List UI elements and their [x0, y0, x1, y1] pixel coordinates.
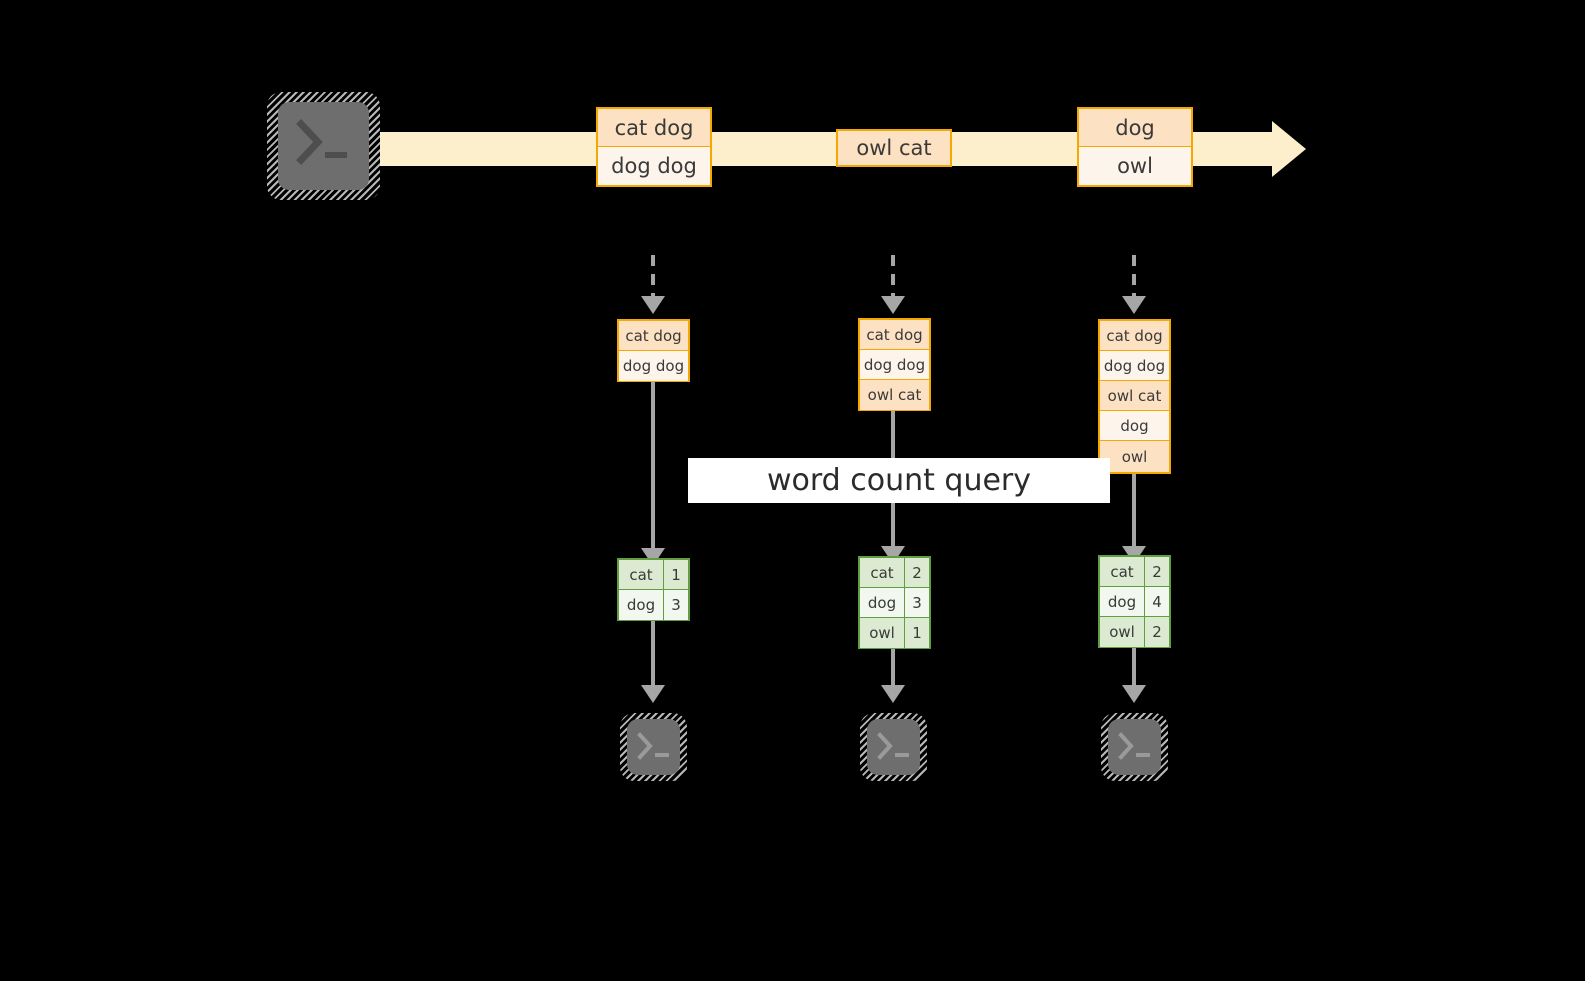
terminal-body	[867, 719, 920, 775]
result-word: dog	[1100, 587, 1145, 616]
result-count: 3	[664, 590, 688, 620]
result-word: owl	[860, 618, 905, 648]
table-row: dog 4	[1100, 587, 1169, 617]
snapshot-3-sink-terminal-icon[interactable]	[1101, 713, 1168, 781]
table-row: cat 1	[619, 560, 688, 590]
snapshot-2-dashed-connector	[891, 255, 895, 299]
snapshot-1-dashed-arrowhead	[641, 296, 665, 314]
snapshot-2-sink-arrowhead	[881, 685, 905, 703]
table-row: cat 2	[1100, 557, 1169, 587]
snapshot-1-result-table[interactable]: cat 1 dog 3	[617, 558, 690, 621]
snapshot-3-input-row: owl cat	[1100, 381, 1169, 411]
table-row: cat 2	[860, 558, 929, 588]
terminal-prompt-glyph	[1118, 732, 1150, 760]
table-row: dog 3	[860, 588, 929, 618]
snapshot-1-sink-arrowhead	[641, 685, 665, 703]
stream-event-3[interactable]: dog owl	[1077, 107, 1193, 187]
snapshot-3-input-row: cat dog	[1100, 321, 1169, 351]
result-word: cat	[619, 560, 664, 589]
snapshot-3-input-row: dog dog	[1100, 351, 1169, 381]
result-count: 3	[905, 588, 929, 617]
terminal-prompt-glyph	[877, 732, 909, 760]
result-word: owl	[1100, 617, 1145, 647]
stream-event-2-line-1: owl cat	[838, 131, 950, 165]
snapshot-1-sink-terminal-icon[interactable]	[620, 713, 687, 781]
terminal-body	[1108, 719, 1161, 775]
snapshot-2-sink-connector	[891, 649, 895, 689]
result-count: 1	[664, 560, 688, 589]
snapshot-3-query-connector	[1132, 474, 1136, 550]
snapshot-2-sink-terminal-icon[interactable]	[860, 713, 927, 781]
stream-event-1-line-1: cat dog	[598, 109, 710, 147]
result-count: 2	[905, 558, 929, 587]
snapshot-2-dashed-arrowhead	[881, 296, 905, 314]
snapshot-2-result-table[interactable]: cat 2 dog 3 owl 1	[858, 556, 931, 649]
terminal-body	[627, 719, 680, 775]
snapshot-2-input-row: dog dog	[860, 350, 929, 380]
stream-event-3-line-1: dog	[1079, 109, 1191, 147]
snapshot-1-input-row: cat dog	[619, 321, 688, 351]
terminal-prompt-glyph	[637, 732, 669, 760]
result-count: 1	[905, 618, 929, 648]
result-word: cat	[1100, 557, 1145, 586]
snapshot-1-sink-connector	[651, 621, 655, 689]
source-terminal-icon[interactable]	[267, 92, 380, 200]
snapshot-1-query-connector	[651, 382, 655, 552]
query-label: word count query	[688, 458, 1110, 503]
result-word: dog	[619, 590, 664, 620]
snapshot-3-dashed-arrowhead	[1122, 296, 1146, 314]
snapshot-2-input-row: cat dog	[860, 320, 929, 350]
result-word: dog	[860, 588, 905, 617]
snapshot-3-input-row: owl	[1100, 441, 1169, 472]
stream-event-2[interactable]: owl cat	[836, 129, 952, 167]
result-count: 4	[1145, 587, 1169, 616]
snapshot-1-input-row: dog dog	[619, 351, 688, 381]
snapshot-3-sink-connector	[1132, 648, 1136, 689]
terminal-body	[278, 102, 369, 190]
stream-event-3-line-2: owl	[1079, 147, 1191, 185]
table-row: dog 3	[619, 590, 688, 620]
result-count: 2	[1145, 557, 1169, 586]
snapshot-1-dashed-connector	[651, 255, 655, 299]
snapshot-2-input-table[interactable]: cat dog dog dog owl cat	[858, 318, 931, 411]
snapshot-1-input-table[interactable]: cat dog dog dog	[617, 319, 690, 382]
snapshot-3-result-table[interactable]: cat 2 dog 4 owl 2	[1098, 555, 1171, 648]
snapshot-3-input-table[interactable]: cat dog dog dog owl cat dog owl	[1098, 319, 1171, 474]
stream-event-1[interactable]: cat dog dog dog	[596, 107, 712, 187]
snapshot-2-input-row: owl cat	[860, 380, 929, 410]
table-row: owl 2	[1100, 617, 1169, 647]
table-row: owl 1	[860, 618, 929, 648]
terminal-prompt-glyph	[296, 119, 347, 165]
result-word: cat	[860, 558, 905, 587]
snapshot-3-sink-arrowhead	[1122, 685, 1146, 703]
event-stream-arrowhead	[1272, 121, 1306, 177]
result-count: 2	[1145, 617, 1169, 647]
snapshot-3-dashed-connector	[1132, 255, 1136, 299]
stream-event-1-line-2: dog dog	[598, 147, 710, 185]
snapshot-3-input-row: dog	[1100, 411, 1169, 441]
